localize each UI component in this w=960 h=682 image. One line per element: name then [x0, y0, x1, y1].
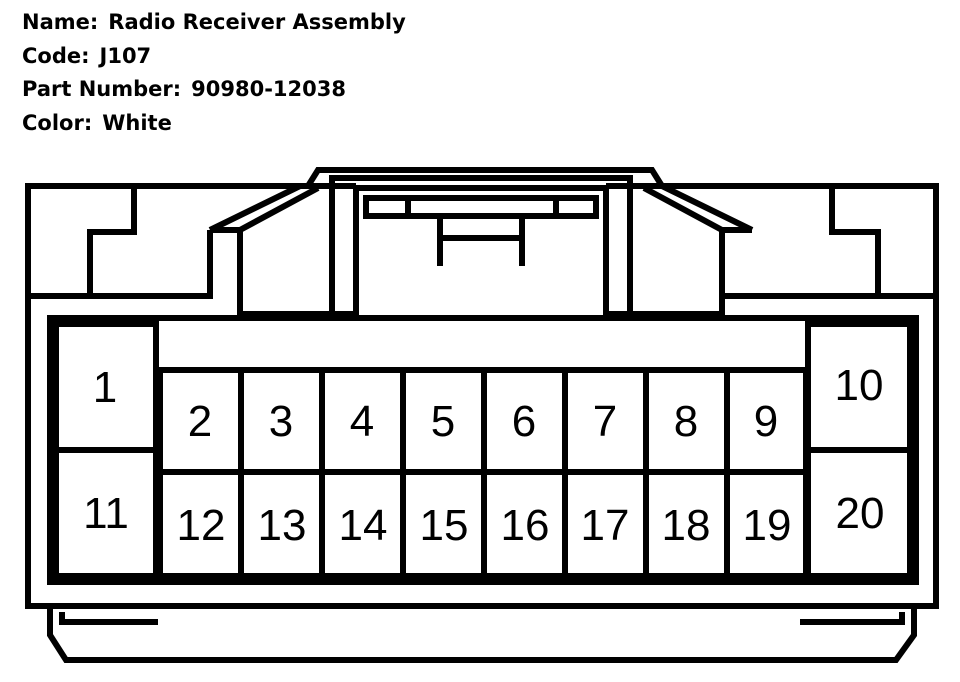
- top-rail-right: [719, 230, 936, 299]
- pin-label-18: 18: [662, 501, 711, 550]
- latch-outline: [329, 175, 633, 314]
- connector-color: White: [102, 110, 172, 135]
- latch-housing: [210, 185, 752, 317]
- pin-label-17: 17: [581, 501, 630, 550]
- pin-dividers: [238, 370, 730, 576]
- pin-label-16: 16: [501, 501, 550, 550]
- pin-label-2: 2: [188, 397, 212, 446]
- pin-cavity: [47, 315, 919, 585]
- pin-label-1: 1: [93, 363, 117, 412]
- top-rail-left: [28, 230, 213, 299]
- part-number-row: Part Number: 90980-12038: [22, 73, 406, 107]
- pin-label-6: 6: [512, 397, 536, 446]
- name-row: Name: Radio Receiver Assembly: [22, 6, 406, 40]
- pin-label-14: 14: [339, 501, 388, 550]
- latch-tab: [363, 195, 599, 219]
- connector-part-number: 90980-12038: [191, 77, 346, 101]
- connector-bottom-inner-rail: [59, 612, 905, 625]
- pin-cavity-11: [53, 447, 159, 579]
- pin-label-3: 3: [269, 397, 293, 446]
- code-row: Code: J107: [22, 40, 406, 74]
- pin-label-13: 13: [258, 501, 307, 550]
- pin-label-20: 20: [836, 489, 885, 538]
- code-label: Code:: [22, 43, 90, 68]
- color-row: Color: White: [22, 107, 406, 141]
- latch-bevel-right: [606, 183, 754, 233]
- name-label: Name:: [22, 10, 99, 34]
- color-label: Color:: [22, 110, 93, 135]
- connector-code: J107: [99, 43, 152, 68]
- latch-tab-prong: [437, 216, 525, 266]
- connector-name: Radio Receiver Assembly: [108, 10, 406, 34]
- pin-label-7: 7: [593, 397, 617, 446]
- pin-label-9: 9: [754, 397, 778, 446]
- pin-label-5: 5: [431, 397, 455, 446]
- latch-bevel-left: [208, 183, 356, 233]
- pin-label-12: 12: [177, 501, 226, 550]
- left-notch: [87, 186, 137, 296]
- pin-label-8: 8: [674, 397, 698, 446]
- connector-bottom-rail: [47, 606, 917, 663]
- pin-label-4: 4: [350, 397, 374, 446]
- right-notch: [829, 186, 881, 296]
- pin-label-19: 19: [743, 501, 792, 550]
- pin-label-11: 11: [83, 489, 129, 538]
- part-number-label: Part Number:: [22, 77, 182, 101]
- pin-label-15: 15: [420, 501, 469, 550]
- pin-label-10: 10: [835, 361, 884, 410]
- connector-info: Name: Radio Receiver Assembly Code: J107 P…: [22, 6, 406, 140]
